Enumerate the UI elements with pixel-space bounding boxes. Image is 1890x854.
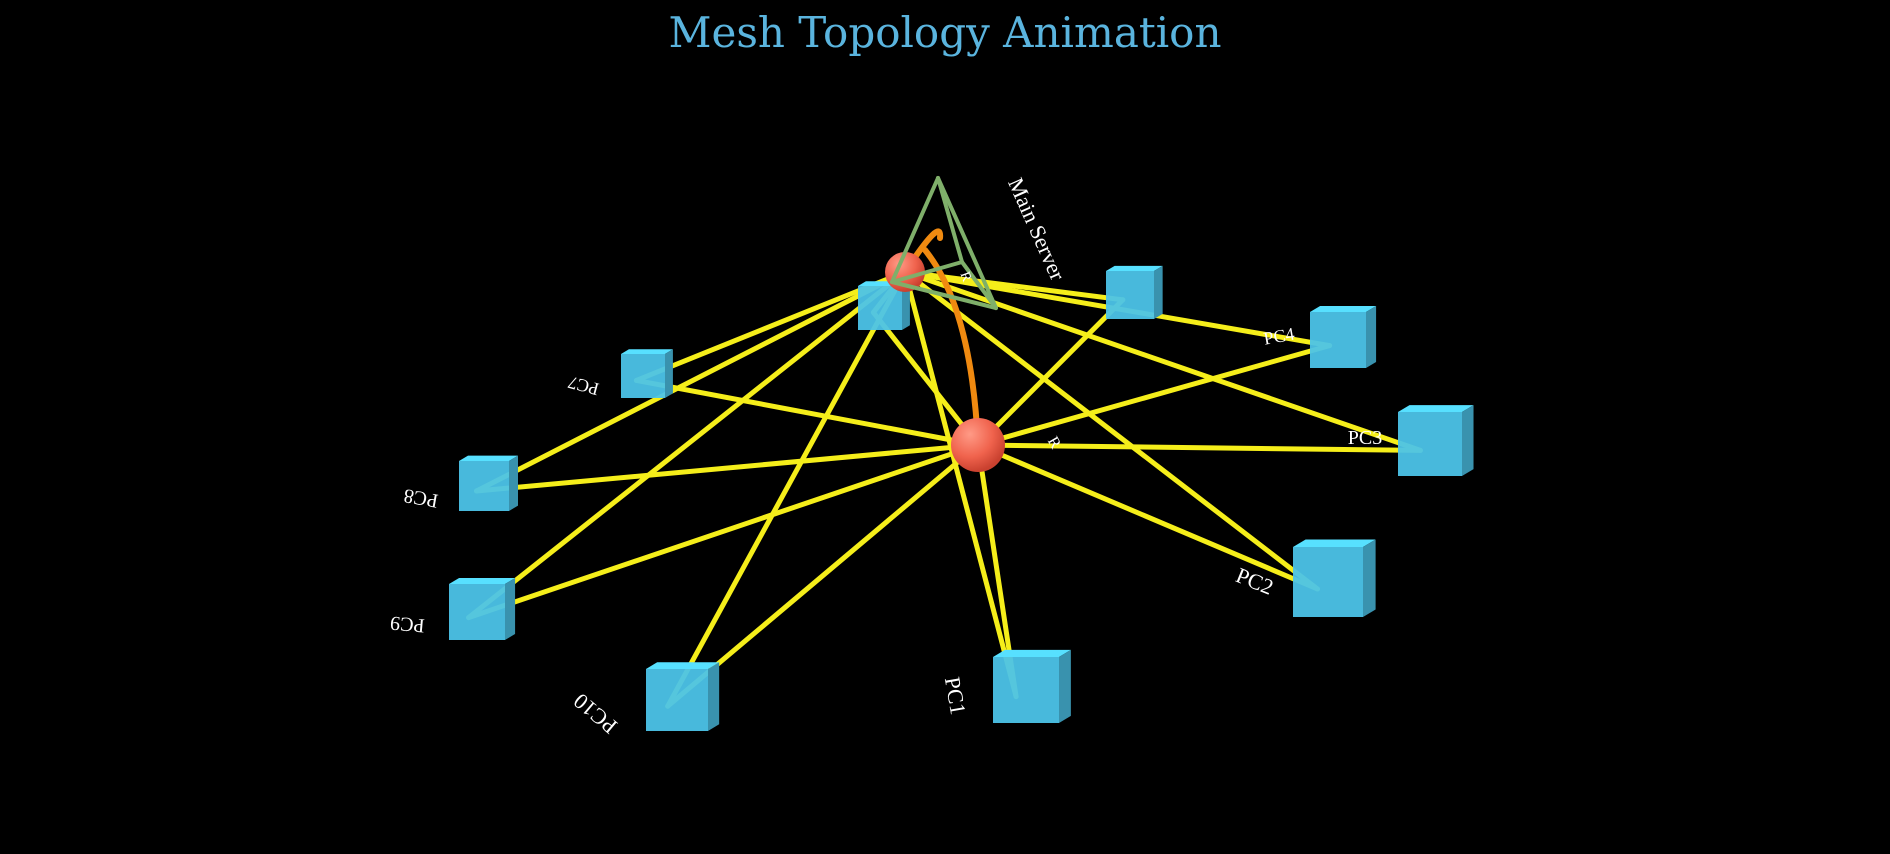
link-r2-pc2 (975, 442, 1320, 592)
cube-front-face (646, 669, 708, 731)
link-r2-pc5 (975, 297, 1126, 448)
pc-node-pc2 (1293, 539, 1376, 617)
cube-top-face (1293, 539, 1376, 547)
server-pyramid-edge (960, 260, 998, 310)
pc-node-pc3 (1398, 405, 1474, 476)
cube-front-face (1398, 412, 1462, 476)
pc-node-pc9 (449, 577, 516, 640)
pc-label-pc3: PC3 (1348, 427, 1382, 449)
server-pyramid-edge (890, 260, 964, 284)
link-r2-pc6 (870, 309, 981, 448)
server-label: Main Server (1003, 174, 1071, 285)
cube-top-face (449, 577, 516, 584)
pc-node-pc4 (1310, 305, 1377, 368)
server-pyramid-edge (936, 176, 998, 310)
link-r1-pc8 (474, 269, 908, 494)
cube-side-face (902, 281, 910, 330)
pc-label-pc8: PC8 (402, 484, 440, 512)
pcs-layer (449, 265, 1474, 731)
cube-top-face (1310, 305, 1377, 312)
link-r2-pc8 (474, 442, 981, 494)
pc-label-pc1: PC1 (940, 675, 971, 717)
cube-side-face (1363, 539, 1376, 617)
cube-side-face (1059, 649, 1071, 723)
link-r1-pc9 (466, 269, 908, 621)
cube-side-face (1154, 265, 1163, 319)
pc-node-pc8 (459, 455, 518, 511)
cube-side-face (505, 577, 516, 640)
diagram-title: Mesh Topology Animation (668, 8, 1222, 57)
link-r1-pc1 (902, 269, 1019, 700)
cube-side-face (708, 662, 720, 731)
cube-front-face (621, 354, 665, 398)
pc-node-pc1 (993, 649, 1071, 723)
cube-side-face (665, 349, 673, 398)
pc-node-pc5 (1106, 265, 1163, 319)
cube-top-face (1398, 405, 1474, 412)
main-server (890, 176, 998, 310)
link-r2-pc10 (665, 442, 981, 709)
cube-front-face (449, 584, 505, 640)
server-link-r2 (922, 247, 981, 448)
link-r1-pc10 (665, 269, 908, 709)
pc-node-pc10 (646, 662, 720, 731)
cube-side-face (509, 455, 518, 511)
server-pyramid-edge (890, 280, 998, 310)
cube-front-face (1293, 547, 1363, 617)
pc-label-pc4: PC4 (1262, 324, 1296, 349)
server-pyramid-edge (890, 176, 940, 284)
cube-front-face (1310, 312, 1366, 368)
cube-front-face (1106, 271, 1154, 319)
cube-side-face (1366, 305, 1377, 368)
server-pyramid-edge (936, 176, 964, 264)
link-r2-pc3 (975, 442, 1423, 453)
cube-front-face (858, 286, 902, 330)
cube-top-face (646, 662, 720, 669)
cube-top-face (459, 455, 518, 461)
router-label-r2: R (1044, 434, 1064, 452)
link-r2-pc9 (466, 442, 981, 621)
pc-label-pc7: PC7 (566, 372, 601, 399)
link-r2-pc7 (633, 377, 981, 448)
link-r1-pc2 (902, 269, 1320, 592)
link-r2-pc4 (975, 343, 1333, 448)
cube-side-face (1462, 405, 1474, 476)
pc-label-pc10: PC10 (568, 688, 622, 739)
cube-front-face (459, 461, 509, 511)
cube-top-face (993, 649, 1071, 657)
cube-top-face (621, 349, 673, 354)
pc-node-pc7 (621, 349, 673, 398)
router-node-r2 (951, 418, 1005, 472)
cube-top-face (1106, 265, 1163, 271)
pc-label-pc9: PC9 (389, 612, 425, 637)
cube-front-face (993, 657, 1059, 723)
